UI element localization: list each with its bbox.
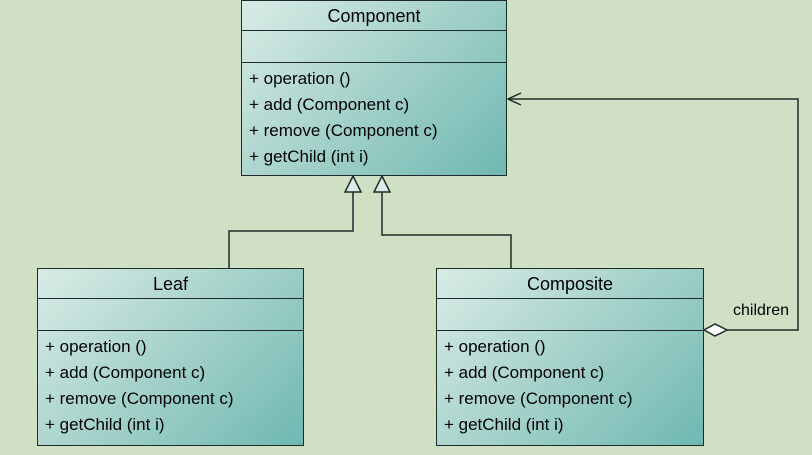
operation-item: + add (Component c) [249,95,410,114]
leaf-generalization-line [228,192,354,268]
children-role-label: children [733,302,790,319]
children-aggregation-line [508,98,799,331]
operation-item: + getChild (int i) [45,415,165,434]
operations-compartment: + operation () + add (Component c) + rem… [242,63,506,170]
children-navigation-arrowhead [506,92,522,106]
attributes-compartment [242,31,506,63]
operation-item: + add (Component c) [444,363,605,382]
class-name: Component [242,1,506,31]
class-leaf: Leaf + operation () + add (Component c) … [37,268,304,446]
leaf-generalization-arrowhead [343,174,363,193]
class-composite: Composite + operation () + add (Componen… [436,268,704,446]
operation-item: + getChild (int i) [444,415,564,434]
operation-item: + operation () [45,337,147,356]
operation-item: + add (Component c) [45,363,206,382]
operations-compartment: + operation () + add (Component c) + rem… [437,331,703,438]
composite-generalization-line [381,192,512,268]
operation-item: + remove (Component c) [45,389,234,408]
operation-item: + remove (Component c) [249,121,438,140]
composite-generalization-arrowhead [372,174,392,193]
attributes-compartment [437,299,703,331]
class-component: Component + operation () + add (Componen… [241,0,507,176]
aggregation-diamond [702,323,729,337]
operations-compartment: + operation () + add (Component c) + rem… [38,331,303,438]
class-name: Composite [437,269,703,299]
attributes-compartment [38,299,303,331]
class-name: Leaf [38,269,303,299]
operation-item: + operation () [444,337,546,356]
operation-item: + getChild (int i) [249,147,369,166]
operation-item: + operation () [249,69,351,88]
operation-item: + remove (Component c) [444,389,633,408]
